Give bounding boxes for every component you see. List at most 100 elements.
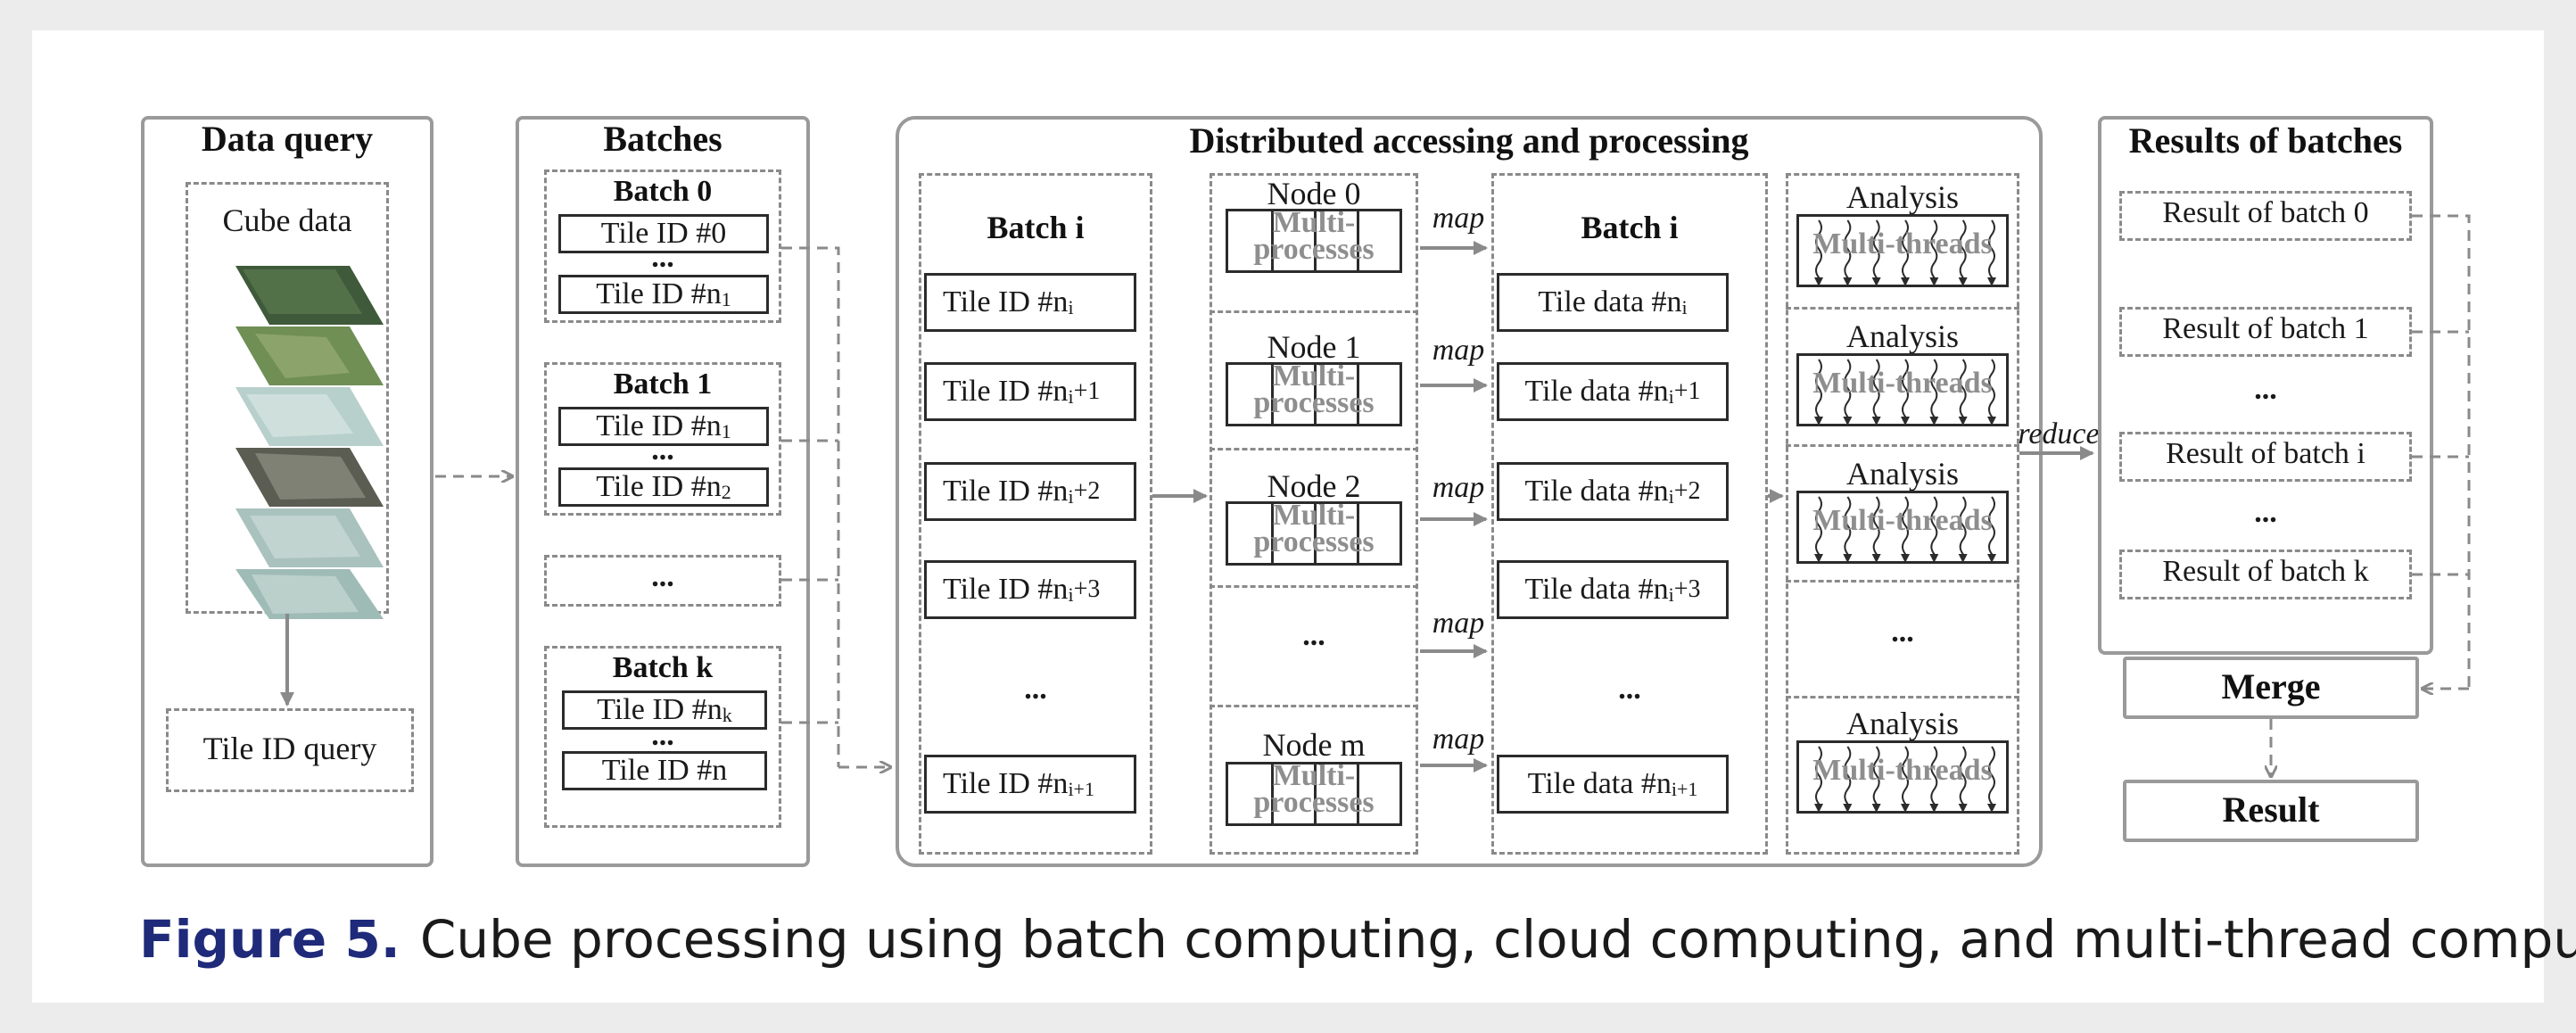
batch-1-group (544, 362, 781, 516)
result-item-label: Result of batch 0 (2162, 196, 2369, 229)
multi-processes-box: Multi- processes (1226, 209, 1402, 273)
thread-line (1930, 219, 1938, 283)
thread-arrowhead (1929, 554, 1939, 561)
batch-k-title: Batch k (612, 651, 714, 684)
batch-i-title: Batch i (987, 210, 1085, 245)
thread-line (1988, 746, 1995, 809)
thread-arrowhead (1871, 277, 1881, 285)
thread-line (1844, 219, 1852, 283)
multi-processes-box: Multi- processes (1226, 762, 1402, 826)
thread-line (1815, 359, 1822, 422)
multi-threads-box: Multi-threads (1796, 491, 2009, 564)
thread-line (1815, 496, 1822, 559)
tile-data-ellipsis: ... (1618, 673, 1641, 706)
analysis-label: Analysis (1846, 706, 1959, 741)
merge-label: Merge (2221, 666, 2321, 707)
batch-0-dots: ... (651, 241, 674, 274)
result-item (2119, 432, 2412, 482)
result-ellipsis: ... (2254, 496, 2277, 529)
data-query-title: Data query (201, 119, 374, 159)
thread-line (1930, 496, 1938, 559)
thread-arrowhead (1958, 277, 1968, 285)
thread-arrowhead (1987, 554, 1996, 561)
batches-title: Batches (603, 119, 722, 159)
thread-arrowhead (1871, 554, 1881, 561)
analysis-label: Analysis (1846, 318, 1959, 354)
thread-line (1872, 746, 1880, 809)
tile-id-query-box (166, 708, 414, 792)
thread-arrows (1814, 496, 1996, 561)
map-label: map (1432, 607, 1485, 640)
cube-data-label: Cube data (222, 202, 352, 238)
thread-arrowhead (1929, 277, 1939, 285)
analysis-column (1786, 173, 2019, 855)
analysis-separator (1786, 307, 2019, 310)
thread-line (1815, 219, 1822, 283)
thread-line (1959, 359, 1967, 422)
batch-k-last-tile: Tile ID #n (562, 751, 767, 790)
batch-0-group (544, 169, 781, 323)
node-label: Node m (1262, 727, 1366, 763)
thread-line (1902, 219, 1909, 283)
analysis-separator (1786, 580, 2019, 583)
thread-line (1959, 746, 1967, 809)
thread-line (1930, 359, 1938, 422)
thread-line (1988, 359, 1995, 422)
map-label: map (1432, 723, 1485, 756)
batch-1-dots: ... (651, 434, 674, 467)
thread-arrowhead (1843, 417, 1853, 424)
thread-arrowhead (1987, 417, 1996, 424)
batch-i-data-title: Batch i (1581, 210, 1679, 245)
thread-arrowhead (1901, 417, 1910, 424)
thread-line (1872, 496, 1880, 559)
thread-arrowhead (1871, 417, 1881, 424)
analysis-label: Analysis (1846, 179, 1959, 215)
thread-arrowhead (1958, 554, 1968, 561)
cube-image-stack (235, 266, 384, 619)
node-ellipsis: ... (1302, 619, 1325, 652)
batch-k-group (544, 646, 781, 828)
batch-i-tiles-column (919, 173, 1152, 855)
node-separator (1210, 585, 1418, 588)
node-label: Node 1 (1267, 329, 1361, 365)
nodes-column (1210, 173, 1418, 855)
thread-arrowhead (1814, 554, 1823, 561)
thread-arrowhead (1929, 417, 1939, 424)
result-ellipsis: ... (2254, 373, 2277, 406)
thread-arrowhead (1901, 804, 1910, 811)
result-box (2123, 780, 2419, 842)
thread-line (1988, 219, 1995, 283)
result-item-label: Result of batch 1 (2162, 312, 2369, 345)
thread-line (1872, 219, 1880, 283)
thread-arrowhead (1814, 417, 1823, 424)
thread-line (1959, 219, 1967, 283)
thread-arrowhead (1987, 277, 1996, 285)
multi-threads-box: Multi-threads (1796, 214, 2009, 287)
batch-k-dots: ... (651, 719, 674, 752)
thread-line (1844, 496, 1852, 559)
thread-line (1815, 746, 1822, 809)
batch-i-data-column (1491, 173, 1768, 855)
node-separator (1210, 310, 1418, 313)
thread-arrowhead (1814, 277, 1823, 285)
batch-0-title: Batch 0 (613, 175, 713, 208)
thread-arrows (1814, 219, 1996, 285)
reduce-label: reduce (2018, 417, 2100, 450)
merge-box (2123, 657, 2419, 719)
result-item-label: Result of batch k (2162, 555, 2369, 588)
results-title: Results of batches (2128, 120, 2403, 161)
thread-arrowhead (1958, 804, 1968, 811)
node-label: Node 2 (1267, 468, 1361, 504)
result-label: Result (2222, 789, 2320, 830)
thread-arrowhead (1987, 804, 1996, 811)
